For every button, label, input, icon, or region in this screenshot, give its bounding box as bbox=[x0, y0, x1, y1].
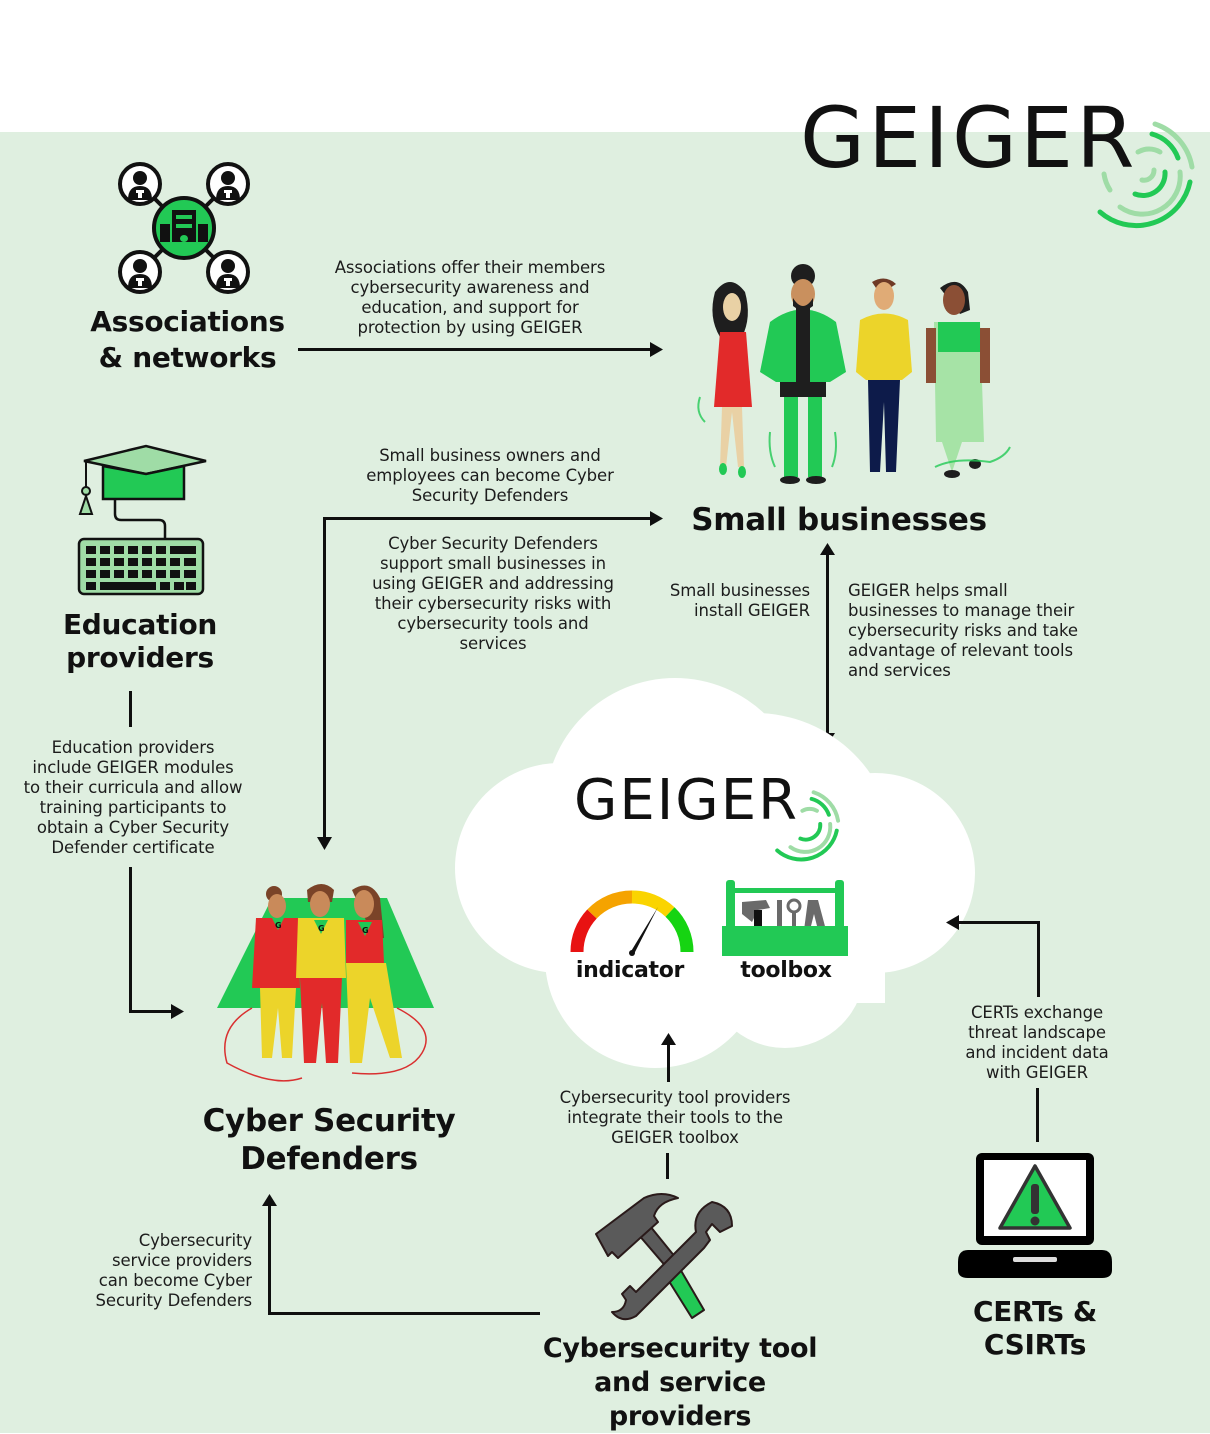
certs-title-line1: CERTs & bbox=[972, 1295, 1098, 1328]
defenders-sb-connector-horizontal bbox=[323, 517, 653, 520]
certs-connector-vertical-bottom bbox=[1036, 1088, 1039, 1142]
geiger-cloud-shape bbox=[455, 678, 975, 1068]
education-connector-top bbox=[129, 691, 132, 727]
people-group-illustration bbox=[697, 264, 1011, 484]
arrow-head-up-icon bbox=[820, 543, 835, 555]
signal-waves-icon bbox=[1097, 121, 1195, 229]
tool-providers-title-line1: Cybersecurity tool bbox=[542, 1333, 818, 1364]
arrow-head-right-icon bbox=[171, 1004, 184, 1019]
certs-connector-vertical-top bbox=[1037, 921, 1040, 997]
tools-connector-lower bbox=[666, 1153, 669, 1179]
graduation-keyboard-icon bbox=[77, 444, 207, 596]
network-people-icon bbox=[118, 162, 250, 294]
defenders-title: Cyber Security Defenders bbox=[200, 1102, 458, 1178]
defenders-title-line1: Cyber Security bbox=[202, 1103, 456, 1139]
svg-text:G: G bbox=[362, 926, 369, 935]
sb-geiger-bidirectional-arrow bbox=[826, 550, 829, 736]
arrow-head-up-icon bbox=[262, 1194, 277, 1206]
associations-title: Associations & networks bbox=[80, 304, 295, 376]
certs-title-line2: CSIRTs bbox=[983, 1328, 1087, 1361]
tools-to-toolbox-arrow bbox=[667, 1044, 670, 1082]
associations-title-line2: & networks bbox=[98, 341, 277, 374]
geiger-cloud-logo: GEIGER bbox=[574, 768, 854, 868]
tool-providers-title: Cybersecurity tool and service providers bbox=[520, 1332, 840, 1434]
education-connector-horizontal bbox=[129, 1010, 173, 1013]
arrow-head-left-icon bbox=[946, 915, 959, 930]
arrow-head-up-icon bbox=[661, 1033, 676, 1045]
defenders-sb-connector-vertical bbox=[323, 517, 326, 839]
geiger-logo-header: GEIGER bbox=[800, 88, 1210, 238]
service-defenders-connector-vertical bbox=[268, 1205, 271, 1315]
gauge-icon bbox=[570, 890, 694, 956]
arrow-head-right-icon bbox=[650, 342, 663, 357]
small-businesses-title: Small businesses bbox=[691, 502, 987, 538]
toolbox-icon bbox=[722, 880, 848, 956]
education-title: Education providers bbox=[40, 608, 240, 674]
geiger-cloud-wordmark: GEIGER bbox=[574, 768, 799, 833]
geiger-wordmark: GEIGER bbox=[800, 89, 1138, 187]
associations-node: Associations & networks bbox=[90, 160, 290, 390]
service-defenders-connector-horizontal bbox=[268, 1312, 540, 1315]
education-connector-vertical bbox=[129, 867, 132, 1013]
defenders-title-line2: Defenders bbox=[240, 1141, 418, 1177]
arrow-head-down-icon bbox=[317, 837, 332, 850]
education-title-line2: providers bbox=[66, 641, 214, 674]
signal-waves-icon bbox=[775, 790, 841, 862]
svg-text:G: G bbox=[318, 924, 325, 933]
associations-title-line1: Associations bbox=[90, 305, 285, 338]
svg-text:G: G bbox=[275, 921, 282, 930]
certs-title: CERTs & CSIRTs bbox=[940, 1295, 1130, 1361]
education-title-line1: Education bbox=[62, 608, 218, 641]
indicator-label: indicator bbox=[575, 958, 685, 983]
toolbox-label: toolbox bbox=[740, 958, 832, 983]
assoc-to-sb-arrow bbox=[298, 348, 652, 351]
tool-providers-title-line2: and service providers bbox=[594, 1367, 766, 1432]
certs-connector-horizontal bbox=[958, 921, 1040, 924]
arrow-head-right-icon bbox=[650, 511, 663, 526]
laptop-warning-icon bbox=[958, 1153, 1112, 1278]
hammer-wrench-icon bbox=[595, 1193, 733, 1321]
